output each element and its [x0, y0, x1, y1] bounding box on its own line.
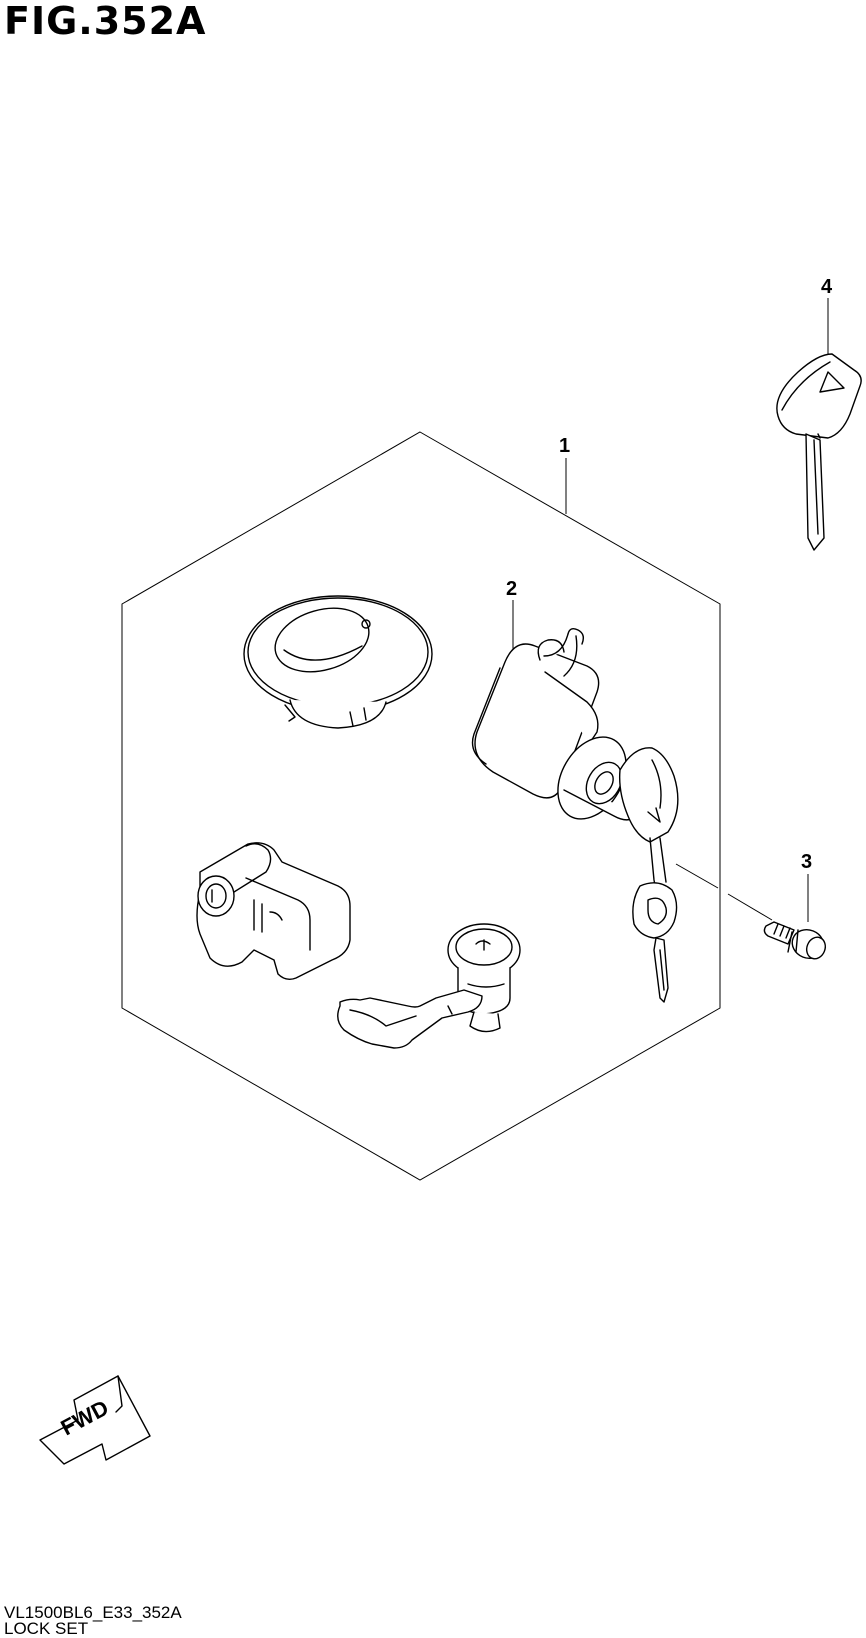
- callout-4[interactable]: 4: [821, 276, 833, 298]
- figure-title: FIG.352A: [4, 0, 207, 43]
- lock-set-boundary: [121, 431, 721, 1181]
- lock-screw[interactable]: [763, 921, 828, 963]
- callout-1[interactable]: 1: [559, 435, 570, 457]
- round-cap-part[interactable]: [243, 595, 433, 729]
- diagram-name: LOCK SET: [4, 1619, 89, 1638]
- diagram-code: VL1500BL6_E33_352A: [4, 1603, 182, 1622]
- leader-line-3a: [675, 863, 719, 889]
- fwd-arrow-icon: FWD: [39, 1375, 151, 1465]
- lock-bracket[interactable]: [196, 842, 351, 981]
- lever-lock[interactable]: [337, 923, 521, 1049]
- callout-3[interactable]: 3: [801, 851, 812, 873]
- seat-lock-cylinder[interactable]: [471, 627, 679, 1003]
- callout-2[interactable]: 2: [506, 578, 517, 600]
- leader-line-3b: [727, 893, 773, 921]
- ignition-key-blank[interactable]: [776, 353, 862, 551]
